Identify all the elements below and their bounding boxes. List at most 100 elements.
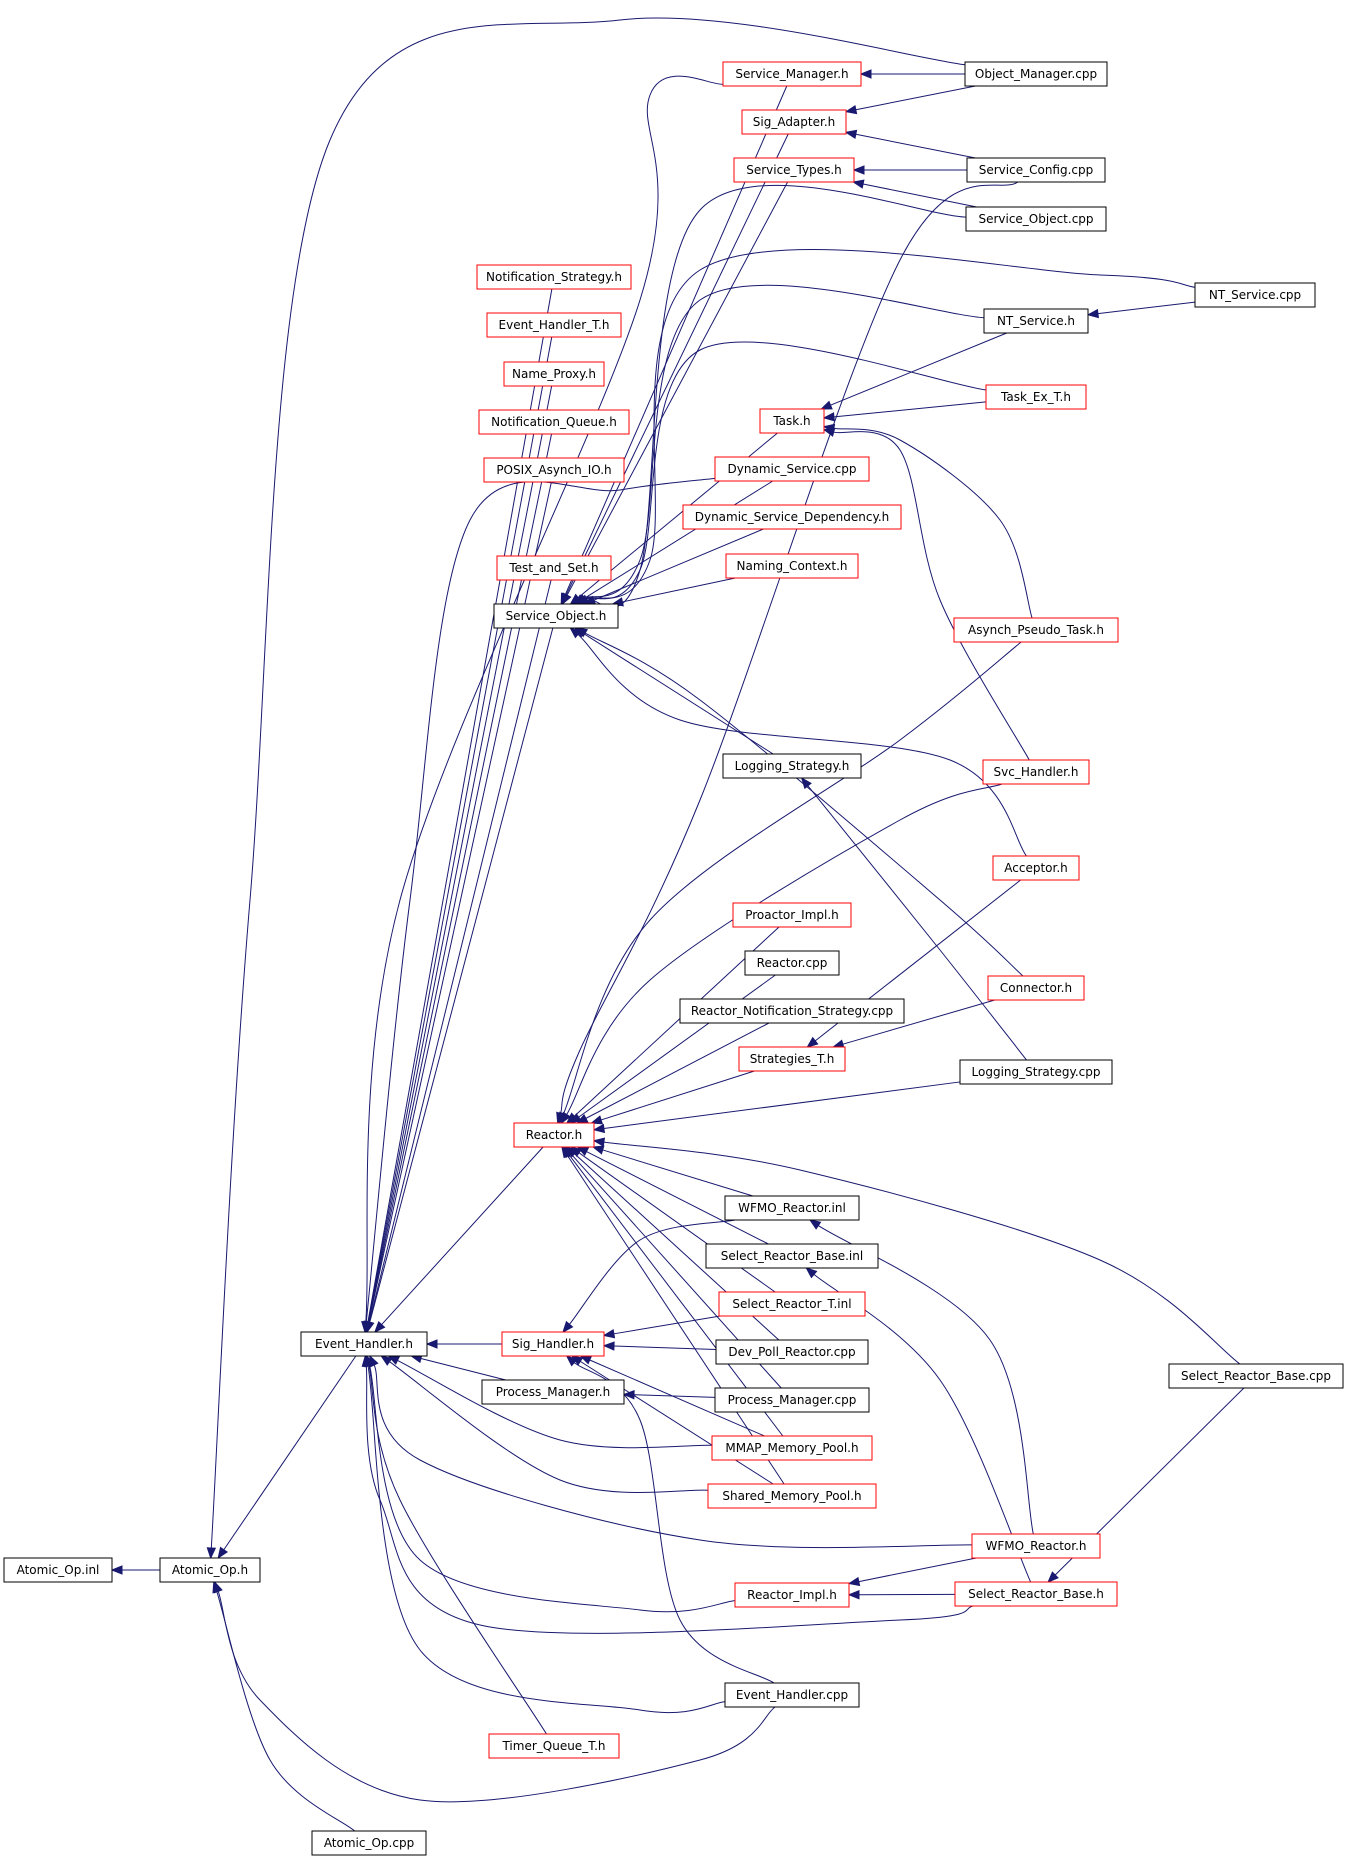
edge-name_proxy_h-to-event_handler_h (367, 385, 553, 1323)
node-label: POSIX_Asynch_IO.h (496, 463, 611, 477)
node-event-handler-cpp[interactable]: Event_Handler.cpp (724, 1682, 860, 1708)
node-shared-memory-pool-h[interactable]: Shared_Memory_Pool.h (707, 1483, 877, 1509)
node-reactor-cpp[interactable]: Reactor.cpp (744, 950, 840, 976)
node-box (493, 603, 619, 629)
node-proactor-impl-h[interactable]: Proactor_Impl.h (732, 902, 852, 928)
node-object-manager-cpp[interactable]: Object_Manager.cpp (964, 61, 1108, 87)
node-test-and-set-h[interactable]: Test_and_Set.h (496, 555, 612, 581)
edge-atomic_op_cpp-to-atomic_op_h (216, 1591, 356, 1832)
node-posix-asynch-io-h[interactable]: POSIX_Asynch_IO.h (483, 457, 625, 483)
node-task-ex-t-h[interactable]: Task_Ex_T.h (985, 384, 1087, 410)
node-connector-h[interactable]: Connector.h (987, 975, 1085, 1001)
node-nt-service-h[interactable]: NT_Service.h (983, 308, 1089, 334)
node-event-handler-t-h[interactable]: Event_Handler_T.h (486, 312, 622, 338)
node-dynamic-service-cpp[interactable]: Dynamic_Service.cpp (714, 456, 870, 482)
node-acceptor-h[interactable]: Acceptor.h (992, 855, 1080, 881)
node-process-manager-h[interactable]: Process_Manager.h (481, 1379, 625, 1405)
node-label: Dynamic_Service_Dependency.h (695, 510, 890, 524)
node-nt-service-cpp[interactable]: NT_Service.cpp (1194, 282, 1316, 308)
node-reactor-notification-strategy-cpp[interactable]: Reactor_Notification_Strategy.cpp (679, 998, 905, 1024)
node-select-reactor-base-cpp[interactable]: Select_Reactor_Base.cpp (1168, 1363, 1344, 1389)
node-label: Process_Manager.h (496, 1385, 610, 1399)
node-sig-adapter-h[interactable]: Sig_Adapter.h (741, 109, 847, 135)
node-box (733, 157, 855, 183)
node-select-reactor-base-h[interactable]: Select_Reactor_Base.h (954, 1581, 1118, 1607)
edge-logging_strategy_cpp-to-reactor_h (603, 1081, 961, 1129)
node-name-proxy-h[interactable]: Name_Proxy.h (503, 361, 605, 387)
arrowhead-sig_adapter_h (844, 129, 858, 140)
node-label: Connector.h (1000, 981, 1072, 995)
node-wfmo-reactor-inl[interactable]: WFMO_Reactor.inl (724, 1195, 860, 1221)
node-service-config-cpp[interactable]: Service_Config.cpp (966, 157, 1106, 183)
node-reactor-h[interactable]: Reactor.h (513, 1122, 595, 1148)
node-box (478, 409, 630, 435)
node-box (971, 1533, 1101, 1559)
node-dev-poll-reactor-cpp[interactable]: Dev_Poll_Reactor.cpp (715, 1339, 869, 1365)
node-logging-strategy-h[interactable]: Logging_Strategy.h (722, 753, 862, 779)
node-service-manager-h[interactable]: Service_Manager.h (722, 61, 862, 87)
node-atomic-op-cpp[interactable]: Atomic_Op.cpp (311, 1830, 427, 1856)
node-box (718, 1291, 866, 1317)
node-notification-queue-h[interactable]: Notification_Queue.h (478, 409, 630, 435)
edge-process_manager_h-to-event_handler_h (420, 1357, 506, 1381)
node-dynamic-service-dependency-h[interactable]: Dynamic_Service_Dependency.h (682, 504, 902, 530)
edge-task_ex_t_h-to-service_object_h (586, 341, 987, 600)
edge-shared_memory_pool_h-to-event_handler_h (389, 1361, 709, 1494)
edge-dynamic_service_cpp-to-event_handler_h (365, 477, 716, 1323)
node-mmap-memory-pool-h[interactable]: MMAP_Memory_Pool.h (711, 1435, 873, 1461)
node-task-h[interactable]: Task.h (759, 408, 825, 434)
node-box (953, 617, 1119, 643)
edge-nt_service_h-to-task_h (830, 332, 1007, 406)
node-event-handler-h[interactable]: Event_Handler.h (300, 1331, 428, 1357)
arrowhead-event_handler_h (380, 1355, 393, 1366)
arrowhead-atomic_op_inl (110, 1565, 123, 1575)
node-label: Shared_Memory_Pool.h (722, 1489, 861, 1503)
arrowhead-wfmo_reactor_inl (808, 1219, 822, 1230)
node-atomic-op-h[interactable]: Atomic_Op.h (159, 1557, 261, 1583)
arrowhead-event_handler_h (364, 1354, 374, 1368)
node-strategies-t-h[interactable]: Strategies_T.h (738, 1046, 846, 1072)
edge-task_ex_t_h-to-task_h (833, 401, 987, 418)
node-select-reactor-t-inl[interactable]: Select_Reactor_T.inl (718, 1291, 866, 1317)
edge-mmap_memory_pool_h-to-event_handler_h (397, 1359, 713, 1449)
node-box (715, 1339, 869, 1365)
node-label: Object_Manager.cpp (975, 67, 1097, 81)
arrowhead-reactor_impl_h (847, 1576, 861, 1587)
node-reactor-impl-h[interactable]: Reactor_Impl.h (734, 1582, 850, 1608)
node-naming-context-h[interactable]: Naming_Context.h (725, 553, 859, 579)
edge-acceptor_h-to-service_object_h (577, 634, 1027, 857)
node-label: Process_Manager.cpp (728, 1393, 857, 1407)
node-label: Proactor_Impl.h (745, 908, 839, 922)
edge-event_handler_t_h-to-event_handler_h (367, 336, 553, 1323)
edge-object_manager_cpp-to-sig_adapter_h (855, 85, 976, 111)
node-service-types-h[interactable]: Service_Types.h (733, 157, 855, 183)
node-label: Select_Reactor_Base.h (968, 1587, 1104, 1601)
node-box (714, 1387, 870, 1413)
edge-asynch_pseudo_task_h-to-reactor_h (562, 641, 1022, 1115)
edge-logging_strategy_cpp-to-logging_strategy_h (807, 785, 1027, 1061)
arrowhead-service_types_h (851, 179, 865, 189)
node-asynch-pseudo-task-h[interactable]: Asynch_Pseudo_Task.h (953, 617, 1119, 643)
node-sig-handler-h[interactable]: Sig_Handler.h (501, 1331, 605, 1357)
node-atomic-op-inl[interactable]: Atomic_Op.inl (3, 1557, 113, 1583)
node-label: Acceptor.h (1004, 861, 1068, 875)
node-service-object-cpp[interactable]: Service_Object.cpp (965, 206, 1107, 232)
node-notification-strategy-h[interactable]: Notification_Strategy.h (476, 264, 632, 290)
node-box (724, 1682, 860, 1708)
edge-reactor_impl_h-to-event_handler_h (369, 1365, 736, 1613)
node-select-reactor-base-inl[interactable]: Select_Reactor_Base.inl (705, 1243, 879, 1269)
edge-reactor_notification_strategy_cpp-to-reactor_h (585, 1022, 770, 1119)
node-label: Notification_Strategy.h (486, 270, 622, 284)
node-label: Sig_Handler.h (512, 1337, 594, 1351)
node-wfmo-reactor-h[interactable]: WFMO_Reactor.h (971, 1533, 1101, 1559)
node-label: Sig_Adapter.h (753, 115, 836, 129)
edge-logging_strategy_h-to-service_object_h (583, 632, 774, 755)
node-timer-queue-t-h[interactable]: Timer_Queue_T.h (488, 1733, 620, 1759)
node-logging-strategy-cpp[interactable]: Logging_Strategy.cpp (959, 1059, 1113, 1085)
node-label: Reactor_Notification_Strategy.cpp (691, 1004, 893, 1018)
node-process-manager-cpp[interactable]: Process_Manager.cpp (714, 1387, 870, 1413)
node-box (724, 1195, 860, 1221)
node-service-object-h[interactable]: Service_Object.h (493, 603, 619, 629)
node-svc-handler-h[interactable]: Svc_Handler.h (982, 759, 1090, 785)
node-box (705, 1243, 879, 1269)
